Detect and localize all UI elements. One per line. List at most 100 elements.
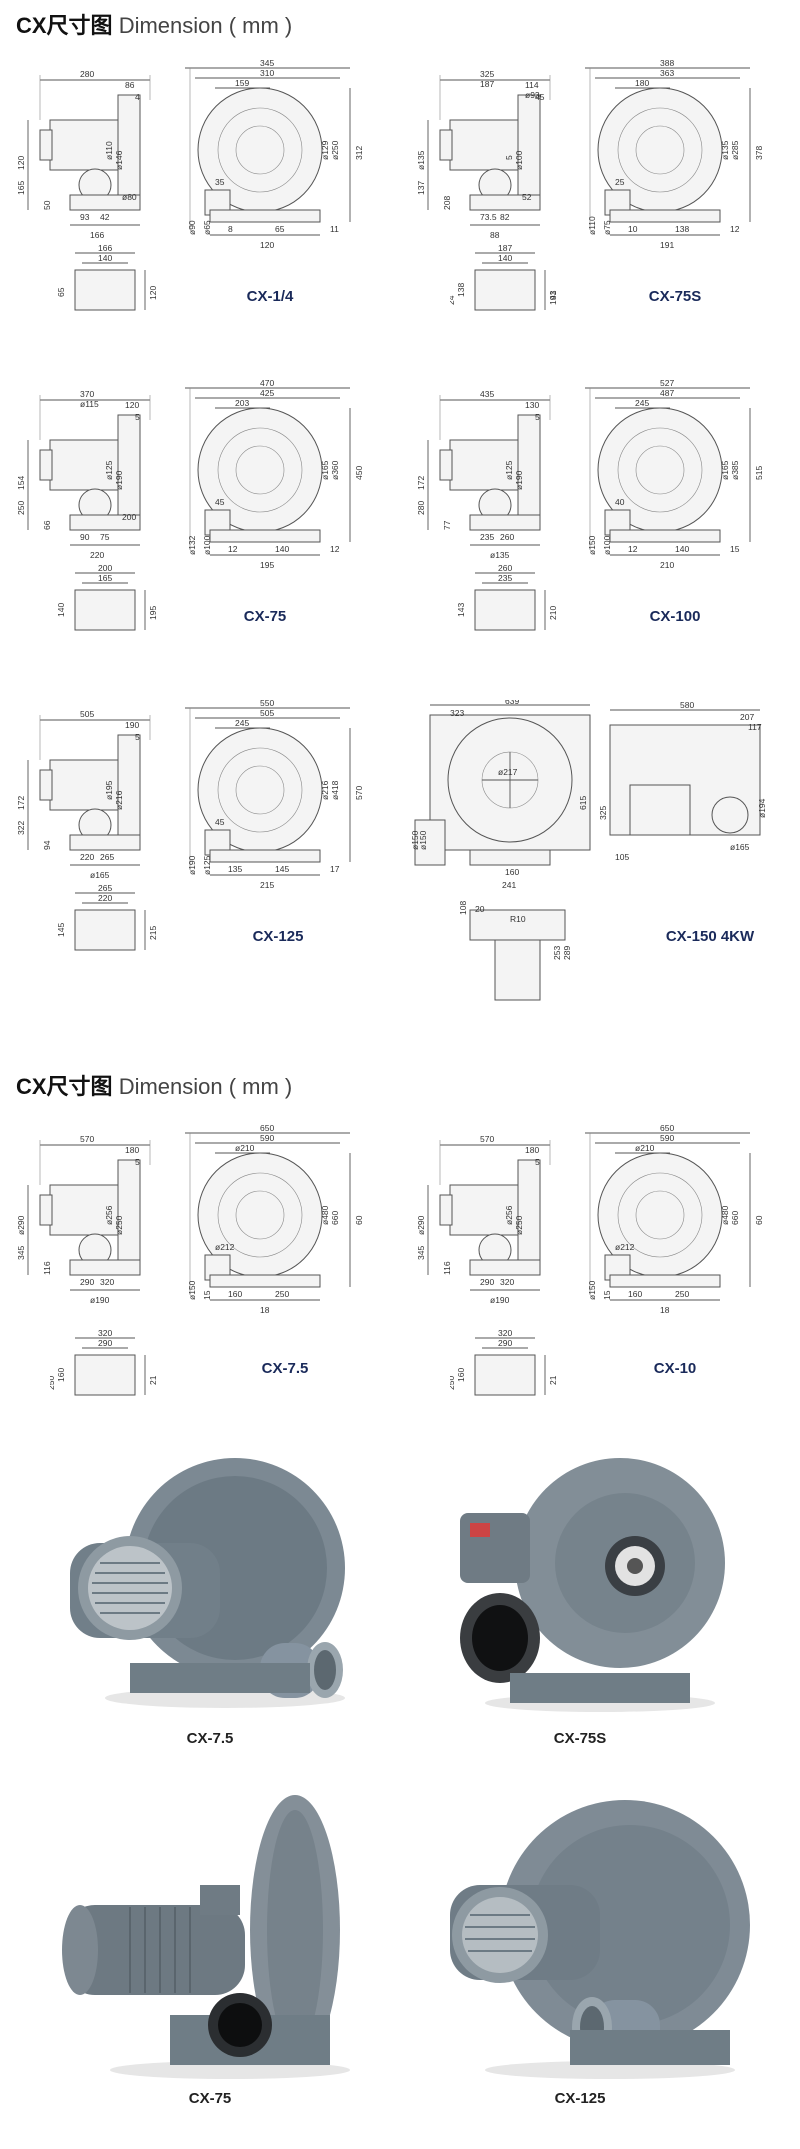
dimension-label: ø90 <box>187 220 197 235</box>
dimension-label: ø150 <box>187 1280 197 1300</box>
dimension-label: 116 <box>42 1261 52 1275</box>
dimension-label: 82 <box>500 212 510 222</box>
dimension-label: 345 <box>16 1246 26 1260</box>
dimension-label: ø150 <box>418 830 428 850</box>
dimension-label: ø480 <box>720 1205 730 1225</box>
dimension-label: 527 <box>660 380 674 388</box>
dimension-label: 325 <box>598 806 608 820</box>
photo-caption: CX-75S <box>553 1730 607 1747</box>
photo-caption: CX-7.5 <box>186 1730 234 1747</box>
dimension-label: 90 <box>80 532 90 542</box>
dimension-label: 320 <box>500 1277 514 1287</box>
dimension-label: ø125 <box>104 460 114 480</box>
dimension-label: 120 <box>125 400 139 410</box>
dimension-label: 191 <box>660 240 674 250</box>
dimension-label: 40 <box>615 497 625 507</box>
dimension-label: 145 <box>275 864 289 874</box>
dimension-label: 5 <box>504 155 514 160</box>
dimension-label: 116 <box>442 1261 452 1275</box>
dimension-label: R10 <box>510 914 526 924</box>
dimension-label: 12 <box>228 544 238 554</box>
dimension-label: 250 <box>675 1289 689 1299</box>
dimension-label: 220 <box>90 550 104 560</box>
dimension-label: 18 <box>260 1305 270 1315</box>
dimension-label: 180 <box>635 78 649 88</box>
dimension-label: ø132 <box>187 535 197 555</box>
dimension-label: 25 <box>615 177 625 187</box>
photo-caption: CX-125 <box>554 2090 606 2107</box>
dimension-label: 120 <box>16 156 26 170</box>
dimension-label: ø75 <box>602 220 612 235</box>
dimension-label: 43 <box>548 290 558 300</box>
dimension-label: 280 <box>416 501 426 515</box>
model-label-cx-1-4: CX-1/4 <box>246 288 294 305</box>
dimension-label: ø212 <box>615 1242 635 1252</box>
dimension-label: ø125 <box>202 855 212 875</box>
dimension-label: 505 <box>260 708 274 718</box>
dimension-label: 435 <box>480 389 494 399</box>
dimension-label: 290 <box>80 1277 94 1287</box>
dimension-label: 290 <box>98 1338 112 1348</box>
dimension-label: ø110 <box>104 141 114 160</box>
dimension-label: 77 <box>442 520 452 530</box>
dimension-label: ø250 <box>330 140 340 160</box>
dimension-label: 5 <box>135 412 140 422</box>
dimension-label: 210 <box>548 606 558 620</box>
dimension-label: 20 <box>475 904 485 914</box>
dimension-label: 160 <box>505 867 519 877</box>
dimension-label: 345 <box>416 1246 426 1260</box>
dimension-label: 143 <box>456 603 466 617</box>
dimension-label: 5 <box>535 412 540 422</box>
dimension-label: 425 <box>260 388 274 398</box>
dimension-label: 320 <box>498 1330 512 1338</box>
dimension-label: 145 <box>56 923 66 937</box>
dimension-label: ø190 <box>490 1295 510 1305</box>
dimension-label: 487 <box>660 388 674 398</box>
dimension-label: 210 <box>660 560 674 570</box>
model-label-cx-125: CX-125 <box>252 928 304 945</box>
dimension-label: 18 <box>660 1305 670 1315</box>
dimension-label: 550 <box>260 700 274 708</box>
dimension-label: 615 <box>578 796 588 810</box>
dimension-label: 120 <box>148 286 158 300</box>
dimension-label: 15 <box>730 544 740 554</box>
dimension-label: 140 <box>675 544 689 554</box>
dimension-label: 180 <box>525 1145 539 1155</box>
model-label-cx-75: CX-75 <box>243 608 287 625</box>
dimension-label: 11 <box>330 224 339 234</box>
photo-caption: CX-75 <box>188 2090 232 2107</box>
dimension-label: 260 <box>498 565 512 573</box>
dimension-label: 187 <box>498 245 512 253</box>
dimension-label: 207 <box>740 712 754 722</box>
dimension-label: 363 <box>660 68 674 78</box>
dimension-label: ø65 <box>202 220 212 235</box>
dimension-label: 140 <box>275 544 289 554</box>
dimension-label: 15 <box>202 1290 212 1300</box>
dimension-label: 660 <box>730 1211 740 1225</box>
dimension-label: 450 <box>354 466 364 480</box>
dimension-label: 378 <box>754 146 764 160</box>
dimension-label: 370 <box>80 389 94 399</box>
product-photo-cx-75 <box>60 1795 360 2090</box>
dimension-label: 345 <box>260 60 274 68</box>
dimension-label: 160 <box>628 1289 642 1299</box>
dimension-label: 250 <box>275 1289 289 1299</box>
dimension-label: 570 <box>80 1134 94 1144</box>
dimension-label: ø165 <box>90 870 110 880</box>
dimension-label: ø360 <box>330 460 340 480</box>
dimension-label: 117 <box>748 722 762 732</box>
dimension-label: 250 <box>450 1376 456 1390</box>
dimension-label: ø250 <box>114 1215 124 1235</box>
dimension-label: 138 <box>675 224 689 234</box>
dimension-label: 570 <box>480 1134 494 1144</box>
dimension-label: 172 <box>16 796 26 810</box>
dimension-label: 60 <box>354 1215 364 1225</box>
dimension-label: 114 <box>525 80 539 90</box>
dimension-label: 60 <box>754 1215 764 1225</box>
